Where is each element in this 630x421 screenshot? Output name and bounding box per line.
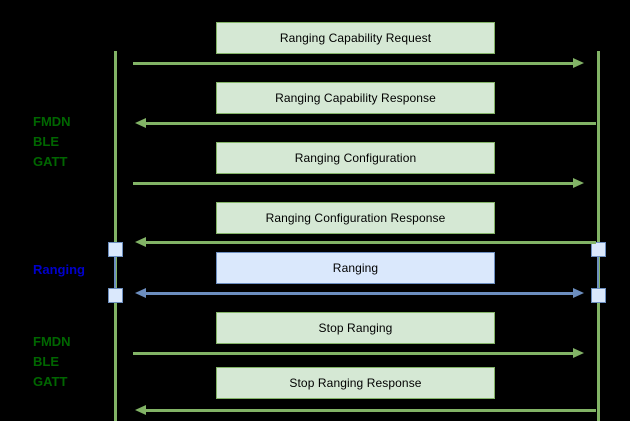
activation-line-right — [597, 249, 599, 302]
message-box-ranging-capability-request: Ranging Capability Request — [216, 22, 495, 54]
message-box-stop-ranging: Stop Ranging — [216, 312, 495, 344]
activation-box-left-end — [108, 288, 123, 303]
message-box-stop-ranging-response: Stop Ranging Response — [216, 367, 495, 399]
arrow-head-right-icon — [573, 348, 584, 358]
arrow-head-right-icon — [573, 288, 584, 298]
message-arrow-ranging-configuration-response — [135, 237, 596, 247]
activation-box-right-end — [591, 288, 606, 303]
arrow-head-right-icon — [573, 58, 584, 68]
message-box-ranging-configuration-response: Ranging Configuration Response — [216, 202, 495, 234]
message-box-ranging: Ranging — [216, 252, 495, 284]
message-box-ranging-capability-response: Ranging Capability Response — [216, 82, 495, 114]
activation-box-left-start — [108, 242, 123, 257]
message-arrow-ranging-capability-request — [133, 58, 584, 68]
lifeline-left-seeker — [114, 51, 117, 421]
message-arrow-ranging-configuration — [133, 178, 584, 188]
activation-box-right-start — [591, 242, 606, 257]
message-arrow-ranging-capability-response — [135, 118, 596, 128]
arrow-head-right-icon — [573, 178, 584, 188]
phase-label-ranging: Ranging — [33, 262, 85, 277]
arrow-head-left-icon — [135, 288, 146, 298]
message-box-ranging-configuration: Ranging Configuration — [216, 142, 495, 174]
arrow-head-left-icon — [135, 405, 146, 415]
activation-line-left — [114, 249, 116, 302]
message-arrow-ranging — [135, 288, 584, 298]
phase-label-fmdn-ble-gatt-top: FMDN BLE GATT — [33, 114, 71, 169]
message-arrow-stop-ranging-response — [135, 405, 596, 415]
lifeline-right-provider — [597, 51, 600, 421]
arrow-head-left-icon — [135, 118, 146, 128]
phase-label-fmdn-ble-gatt-bottom: FMDN BLE GATT — [33, 334, 71, 389]
arrow-head-left-icon — [135, 237, 146, 247]
message-arrow-stop-ranging — [133, 348, 584, 358]
